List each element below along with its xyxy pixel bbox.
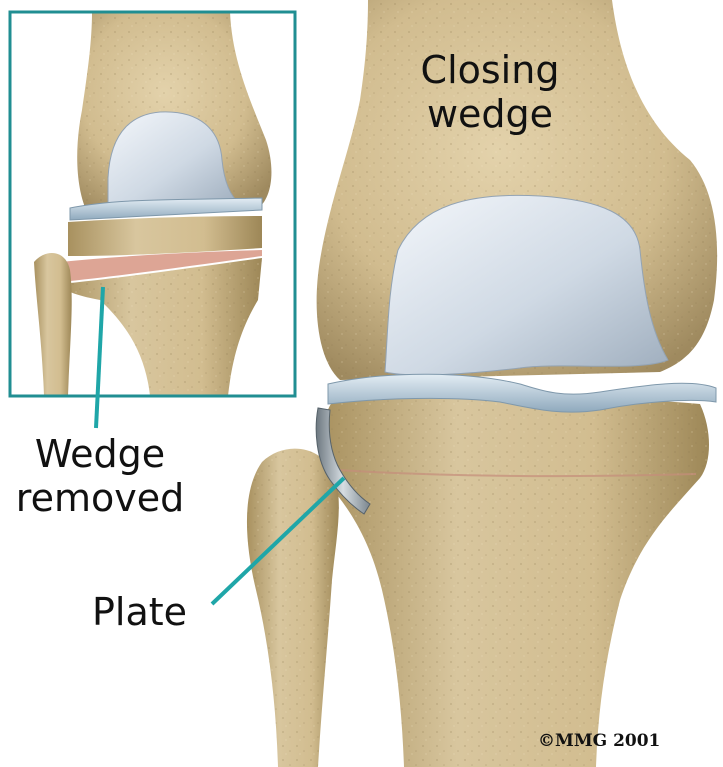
- wedge-removed-line-1: Wedge: [0, 432, 200, 476]
- closing-wedge-line-1: Closing: [400, 48, 580, 92]
- femoral-cartilage: [385, 195, 668, 375]
- copyright-notice: ©MMG 2001: [538, 731, 708, 751]
- plate-label: Plate: [92, 590, 212, 634]
- wedge-removed-label: Wedge removed: [0, 432, 200, 520]
- wedge-removed-line-2: removed: [0, 476, 200, 520]
- closing-wedge-line-2: wedge: [400, 92, 580, 136]
- tibia-bone-icon: [321, 396, 709, 767]
- inset-panel: [10, 12, 295, 396]
- closing-wedge-label: Closing wedge: [400, 48, 580, 136]
